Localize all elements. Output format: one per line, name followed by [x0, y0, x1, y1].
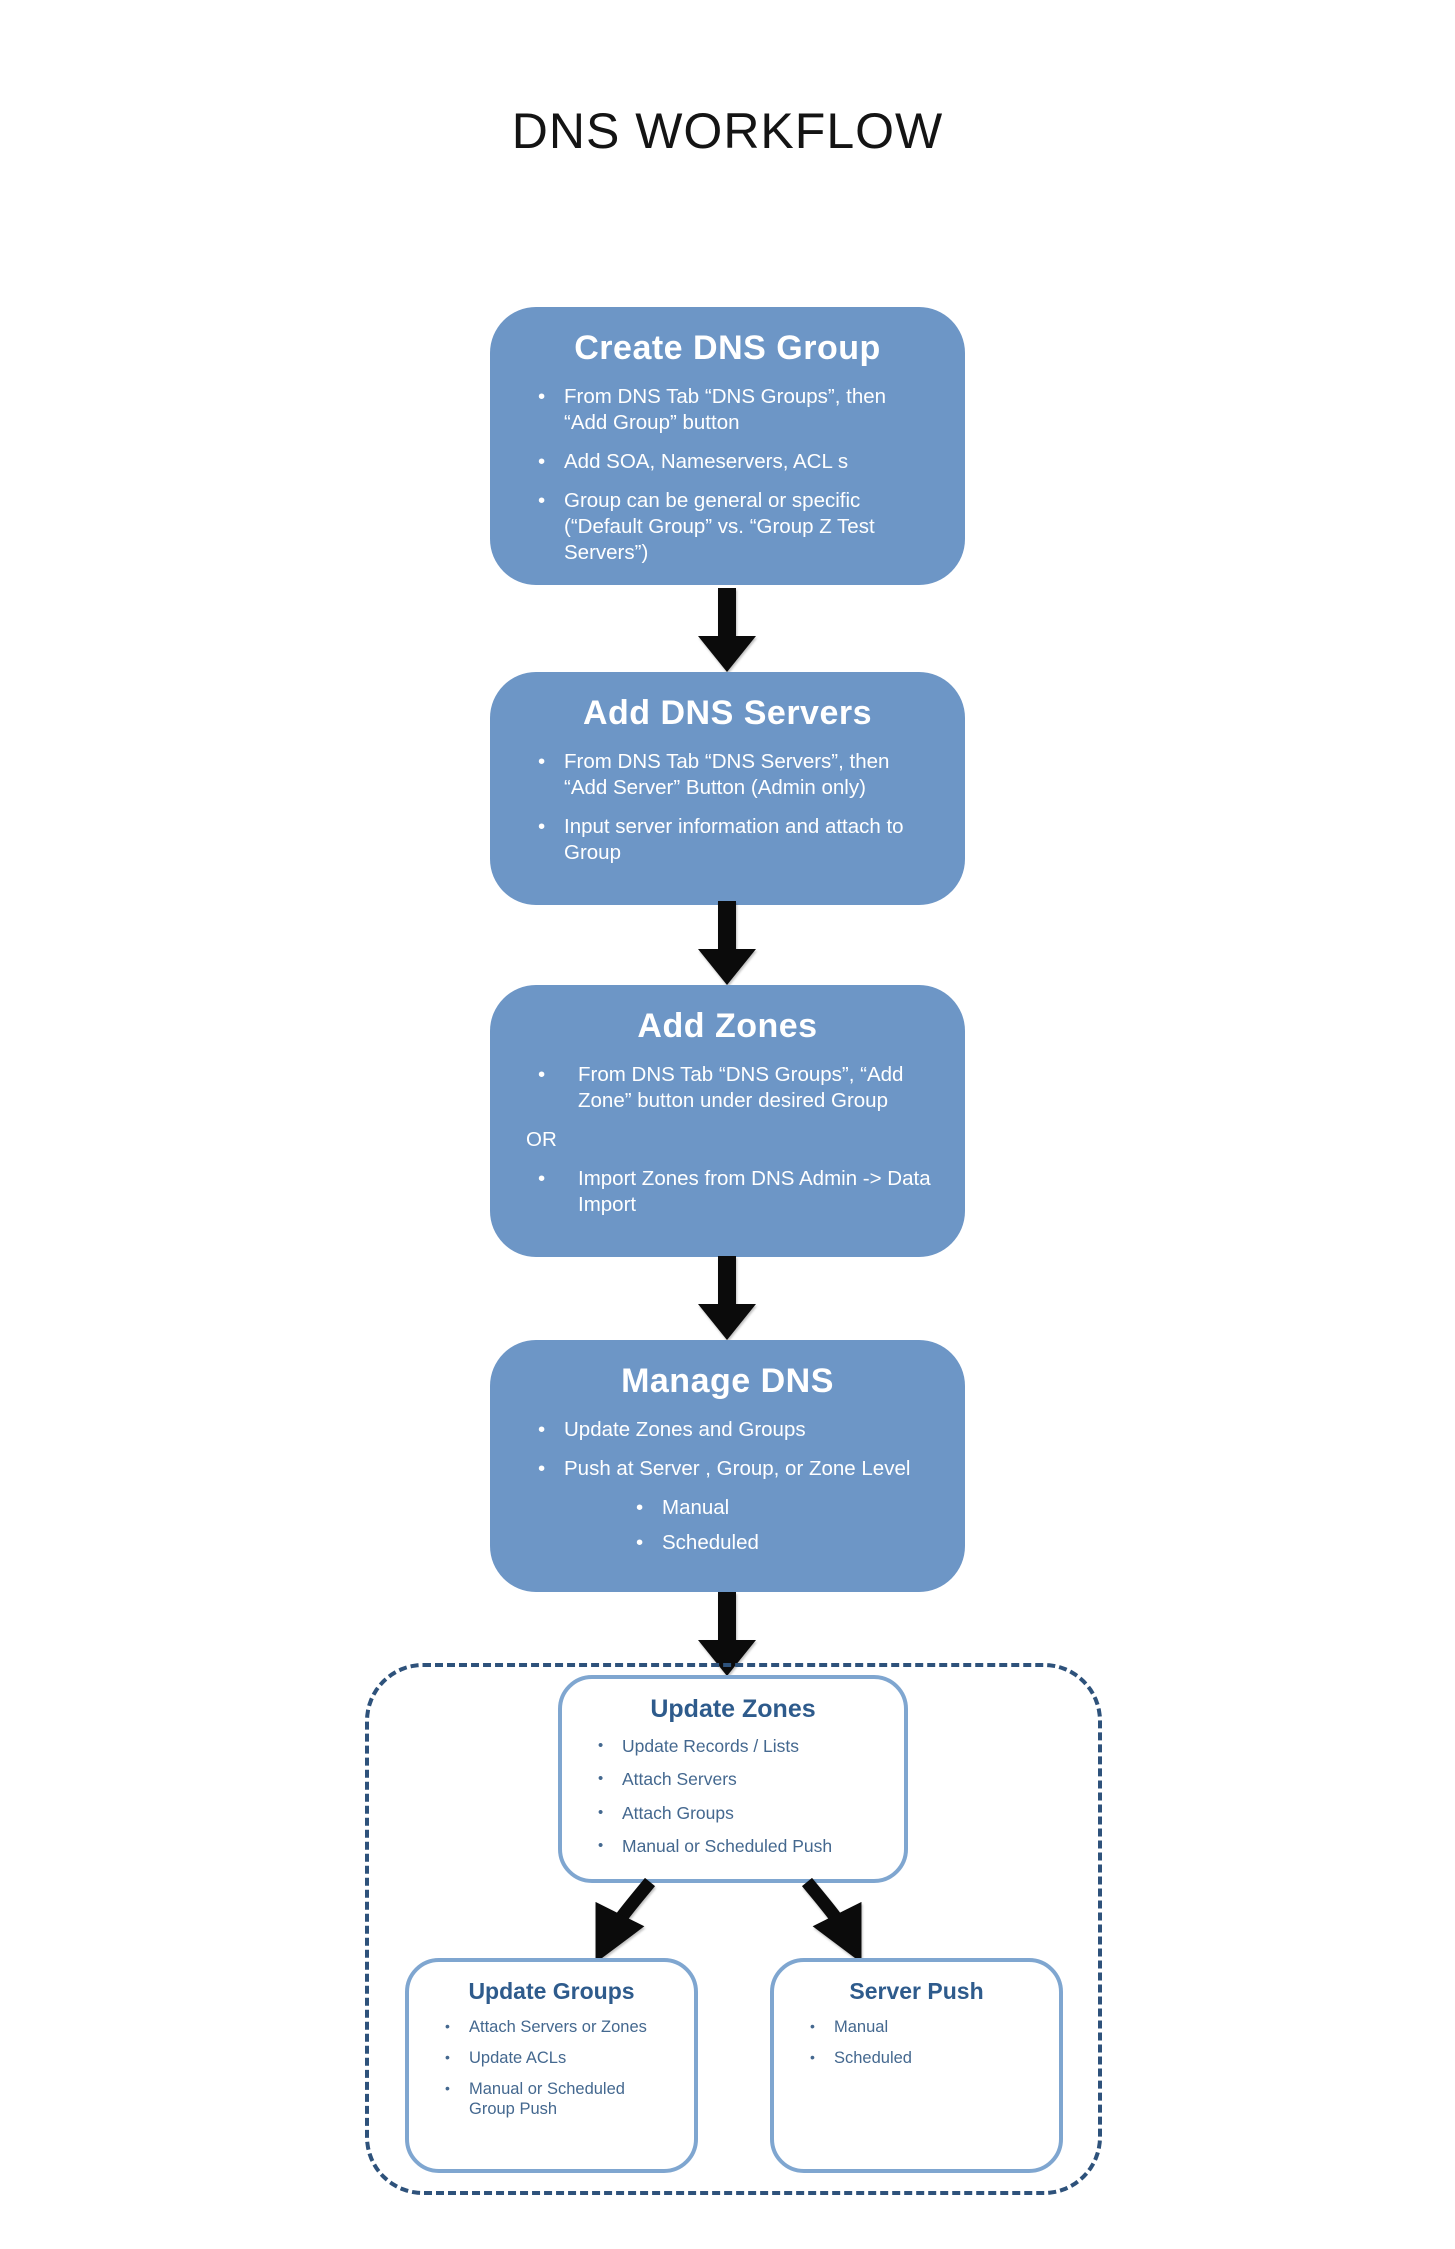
flow-box-title: Add DNS Servers [582, 694, 873, 732]
bullet-item: Update Zones and Groups [538, 1417, 935, 1443]
bullet-item: Attach Servers [598, 1769, 884, 1790]
bullet-item: Attach Servers or Zones [445, 2017, 674, 2037]
bullet-list: Manual Scheduled [794, 2017, 1039, 2068]
bullet-list: From DNS Tab “DNS Groups”, “Add Zone” bu… [520, 1062, 935, 1218]
flow-box-add-dns-servers: Add DNS Servers From DNS Tab “DNS Server… [490, 672, 965, 905]
or-label: OR [526, 1128, 557, 1152]
bullet-item: Push at Server , Group, or Zone Level [538, 1456, 935, 1482]
detail-box-title: Update Zones [650, 1695, 816, 1723]
detail-box-server-push: Server Push Manual Scheduled [770, 1958, 1063, 2173]
bullet-item: Manual or Scheduled Push [598, 1836, 884, 1857]
bullet-item: Update Records / Lists [598, 1736, 884, 1757]
bullet-item: From DNS Tab “DNS Servers”, then “Add Se… [538, 749, 935, 801]
bullet-item: Manual [810, 2017, 1039, 2037]
curved-arrow-right-icon [801, 1878, 862, 1963]
flow-box-add-zones: Add Zones From DNS Tab “DNS Groups”, “Ad… [490, 985, 965, 1257]
arrow-down-icon [698, 901, 756, 985]
bullet-list: Update Records / Lists Attach Servers At… [582, 1736, 884, 1857]
bullet-item: Add SOA, Nameservers, ACL s [538, 449, 935, 475]
bullet-item: Manual or Scheduled Group Push [445, 2079, 674, 2119]
arrow-down-icon [698, 1256, 756, 1340]
bullet-item: Update ACLs [445, 2048, 674, 2068]
bullet-item: Input server information and attach to G… [538, 814, 935, 866]
bullet-item: Scheduled [810, 2048, 1039, 2068]
bullet-item: From DNS Tab “DNS Groups”, “Add Zone” bu… [538, 1062, 935, 1114]
sub-bullet-item: Manual [636, 1495, 935, 1521]
detail-box-title: Update Groups [468, 1978, 635, 2004]
flow-box-manage-dns: Manage DNS Update Zones and Groups Push … [490, 1340, 965, 1592]
curved-arrows [595, 1878, 862, 1963]
flow-box-create-dns-group: Create DNS Group From DNS Tab “DNS Group… [490, 307, 965, 585]
curved-arrow-left-icon [595, 1878, 656, 1963]
arrow-down-icon [698, 1592, 756, 1676]
flow-box-title: Manage DNS [621, 1362, 834, 1400]
bullet-list: Attach Servers or Zones Update ACLs Manu… [429, 2017, 674, 2120]
bullet-item: Attach Groups [598, 1803, 884, 1824]
arrow-down-icon [698, 588, 756, 672]
bullet-item: From DNS Tab “DNS Groups”, then “Add Gro… [538, 384, 935, 436]
detail-box-update-groups: Update Groups Attach Servers or Zones Up… [405, 1958, 698, 2173]
sub-bullet-item: Scheduled [636, 1530, 935, 1556]
detail-box-title: Server Push [849, 1978, 984, 2004]
detail-box-update-zones: Update Zones Update Records / Lists Atta… [558, 1675, 908, 1883]
flow-box-title: Add Zones [637, 1007, 818, 1045]
bullet-item: Group can be general or specific (“Defau… [538, 488, 935, 566]
dashed-group-container [365, 1663, 1102, 2195]
bullet-list: From DNS Tab “DNS Groups”, then “Add Gro… [520, 384, 935, 566]
page-title: DNS WORKFLOW [511, 103, 944, 159]
bullet-item: Import Zones from DNS Admin -> Data Impo… [538, 1166, 935, 1218]
bullet-list: From DNS Tab “DNS Servers”, then “Add Se… [520, 749, 935, 866]
flow-box-title: Create DNS Group [574, 329, 881, 367]
bullet-list: Update Zones and Groups Push at Server ,… [520, 1417, 935, 1556]
